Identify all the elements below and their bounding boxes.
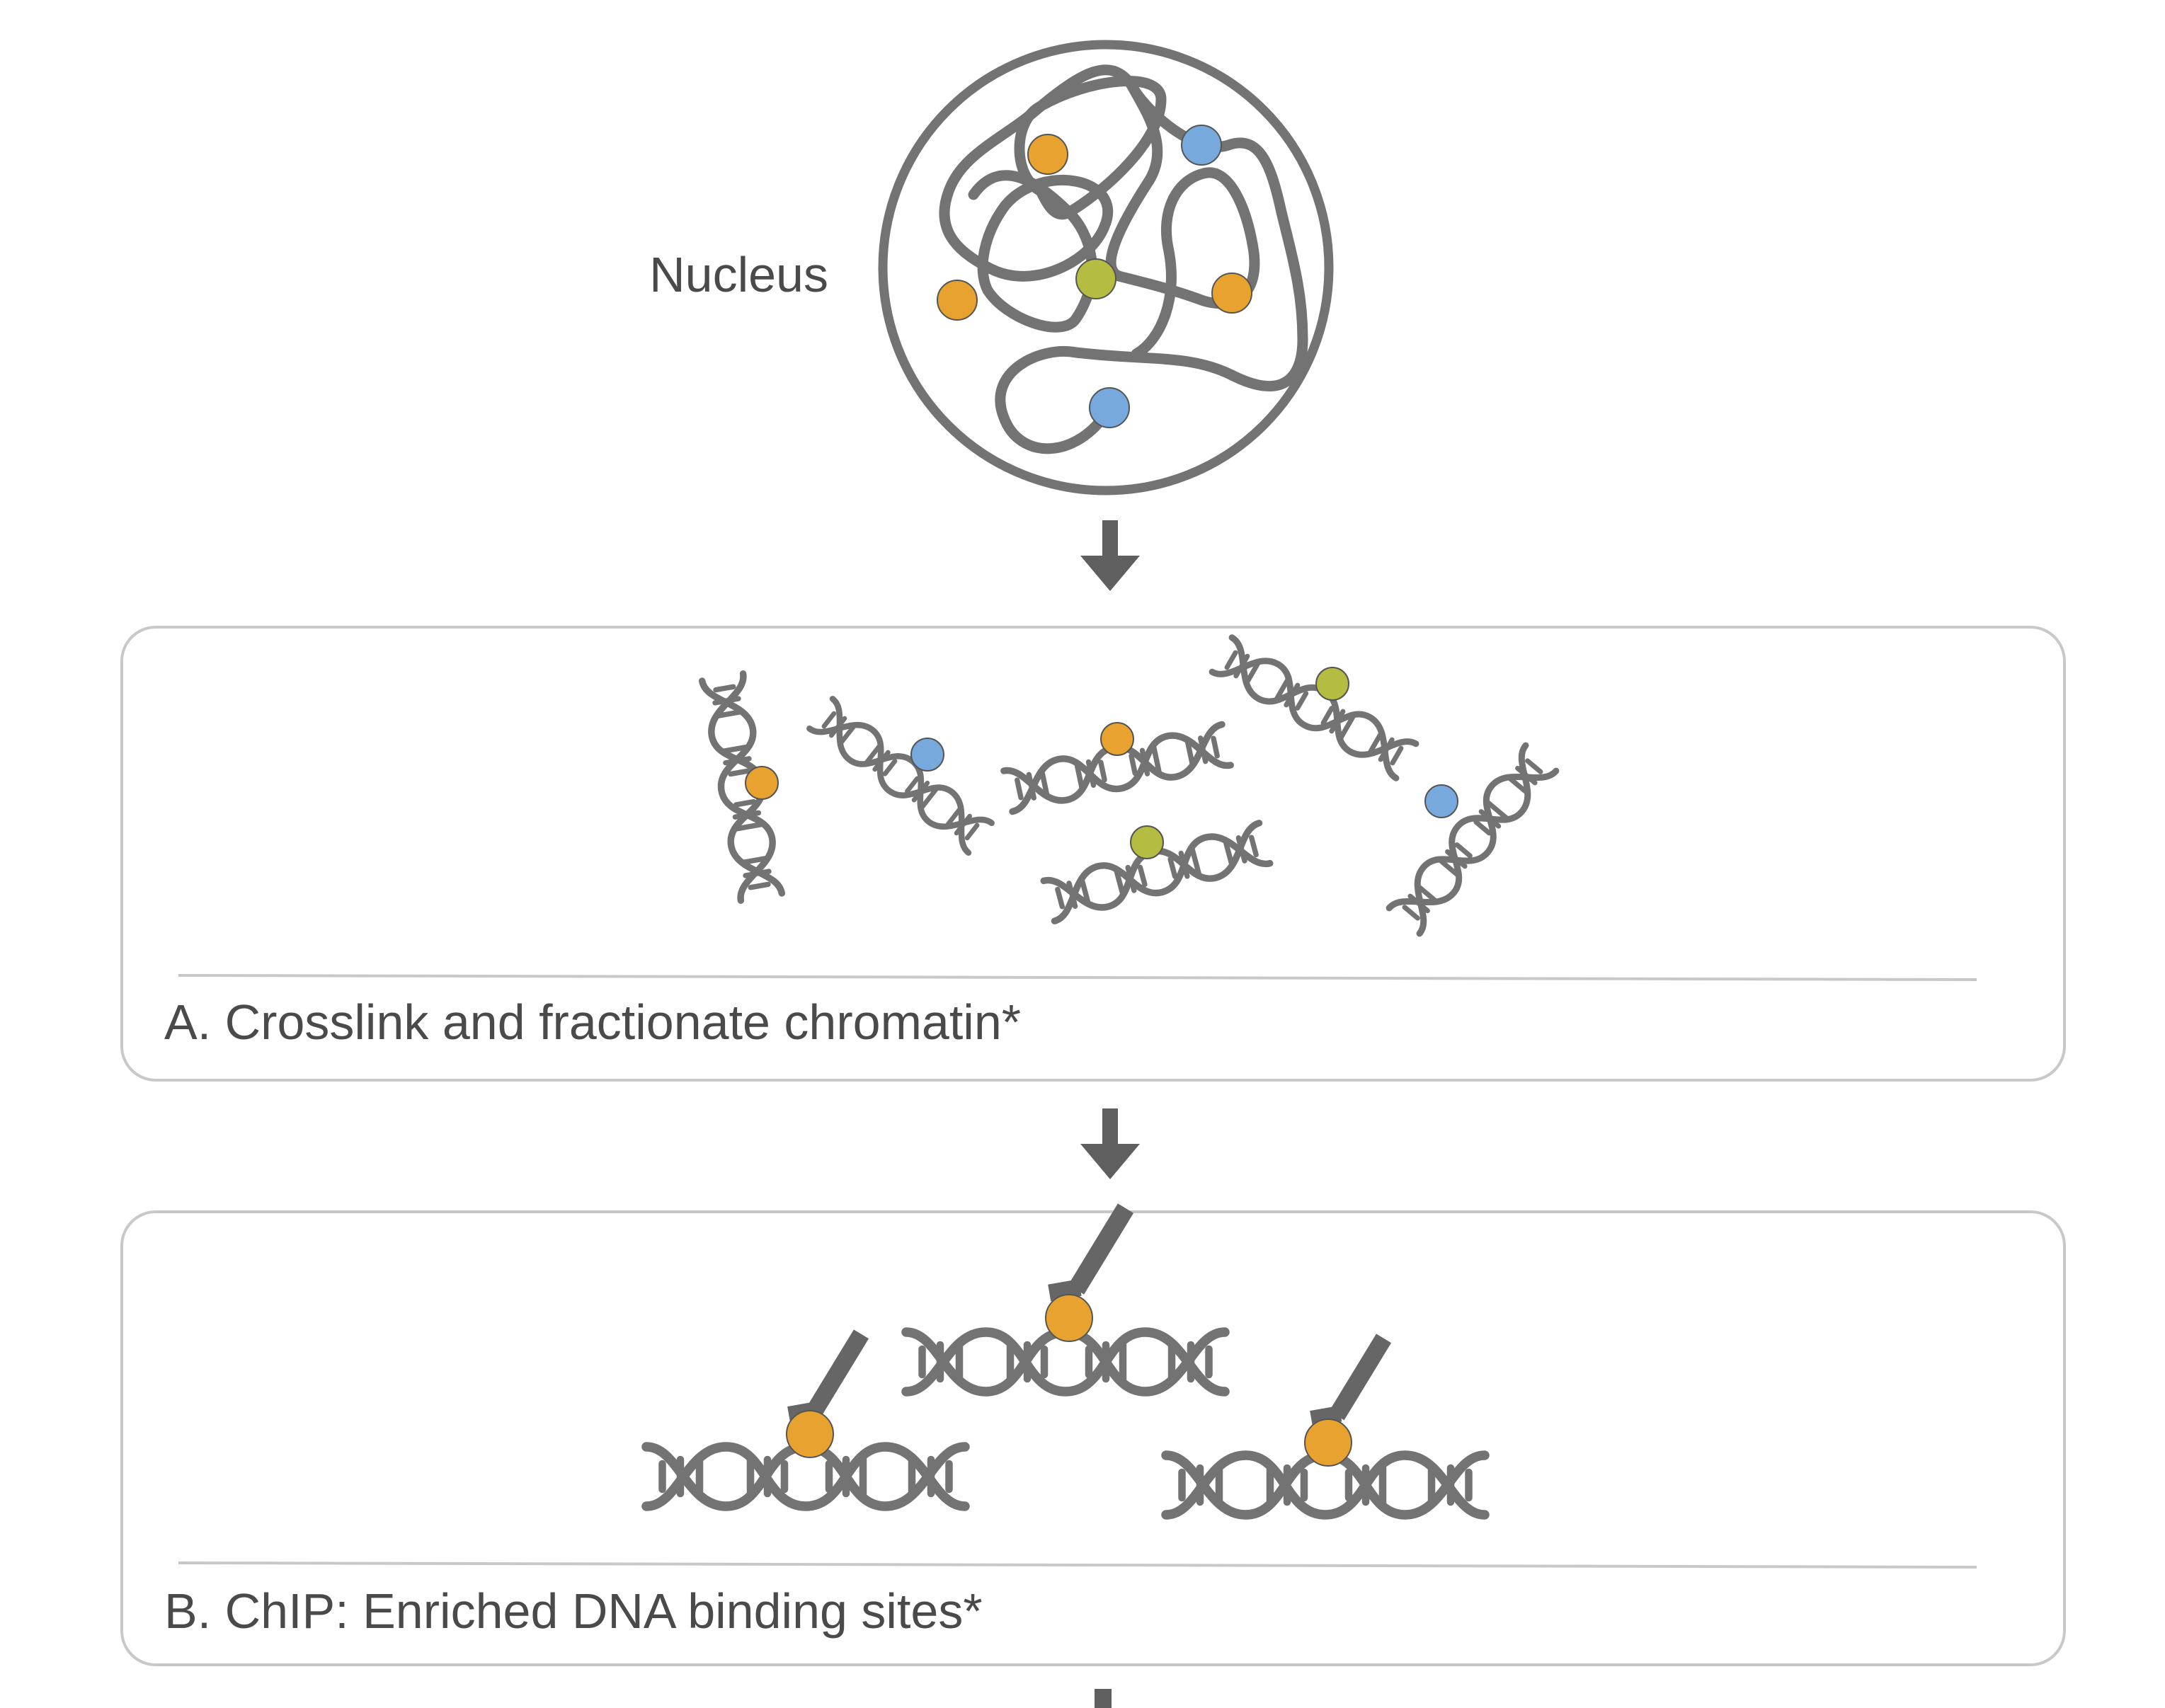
panel-divider: [178, 1561, 1977, 1569]
nucleus-label: Nucleus: [649, 247, 828, 302]
protein-orange: [786, 1410, 834, 1458]
step-caption: B. ChIP: Enriched DNA binding sites*: [164, 1583, 983, 1639]
panel-step-a: A. Crosslink and fractionate chromatin*: [120, 626, 2066, 1082]
protein-blue: [1424, 784, 1458, 818]
dna-helix-icon: [809, 699, 991, 852]
antibody-icon: [787, 1334, 861, 1423]
chromatin-fiber: [939, 64, 1308, 454]
antibody-icon: [1310, 1339, 1383, 1427]
arrow-down-icon: [1095, 1689, 1112, 1708]
nucleus: Nucleus: [649, 40, 1334, 495]
chromatin-loop-top: [1014, 76, 1167, 220]
panel-step-b: B. ChIP: Enriched DNA binding sites*: [120, 1208, 2066, 1666]
arrow-down-icon: [1080, 520, 1140, 591]
step-caption: A. Crosslink and fractionate chromatin*: [164, 995, 1021, 1050]
protein-orange: [1304, 1418, 1352, 1467]
protein-green: [1315, 667, 1349, 701]
arrow-down-icon: [1080, 1108, 1140, 1179]
protein-blue: [910, 738, 944, 772]
dna-helix-icon: [1212, 638, 1416, 778]
panel-frame: [120, 1210, 2066, 1666]
protein-orange: [1045, 1294, 1093, 1342]
dna-helix-icon: [1389, 745, 1556, 934]
protein-orange: [745, 766, 779, 800]
panel-divider: [178, 974, 1977, 981]
protein-orange: [1027, 134, 1068, 175]
antibody-icon: [1048, 1208, 1126, 1301]
panel-frame: [120, 626, 2066, 1082]
protein-orange: [1211, 273, 1252, 314]
nucleus-membrane: [878, 40, 1334, 495]
protein-orange: [937, 280, 978, 321]
protein-green: [1075, 258, 1116, 299]
protein-green: [1130, 825, 1164, 859]
protein-orange: [1100, 722, 1134, 756]
protein-blue: [1089, 387, 1130, 428]
protein-blue: [1181, 125, 1222, 166]
